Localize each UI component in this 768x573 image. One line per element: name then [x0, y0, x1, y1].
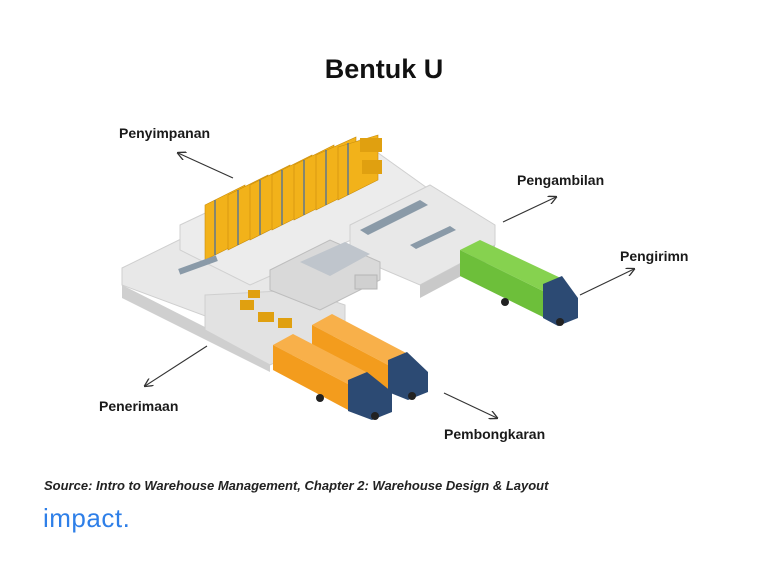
page-title: Bentuk U: [324, 54, 444, 84]
truck-green: [460, 240, 578, 326]
storage-racks: [204, 134, 382, 328]
picking-conveyor: [178, 200, 456, 275]
arrow-unloading: [443, 392, 497, 418]
arrow-shipping: [579, 269, 634, 296]
source-caption: Source: Intro to Warehouse Management, C…: [44, 478, 549, 493]
arrow-picking: [502, 197, 556, 223]
label-picking: Pengambilan: [517, 172, 605, 188]
arrow-receiving: [145, 345, 208, 386]
brand-logo: impact.: [43, 503, 131, 533]
arrow-storage: [178, 153, 234, 179]
label-shipping: Pengirimn: [620, 248, 689, 264]
label-storage: Penyimpanan: [119, 125, 211, 141]
truck-orange-2: [273, 334, 392, 420]
label-arrows: [145, 153, 634, 418]
label-unloading: Pembongkaran: [444, 426, 546, 442]
label-receiving: Penerimaan: [99, 398, 179, 414]
